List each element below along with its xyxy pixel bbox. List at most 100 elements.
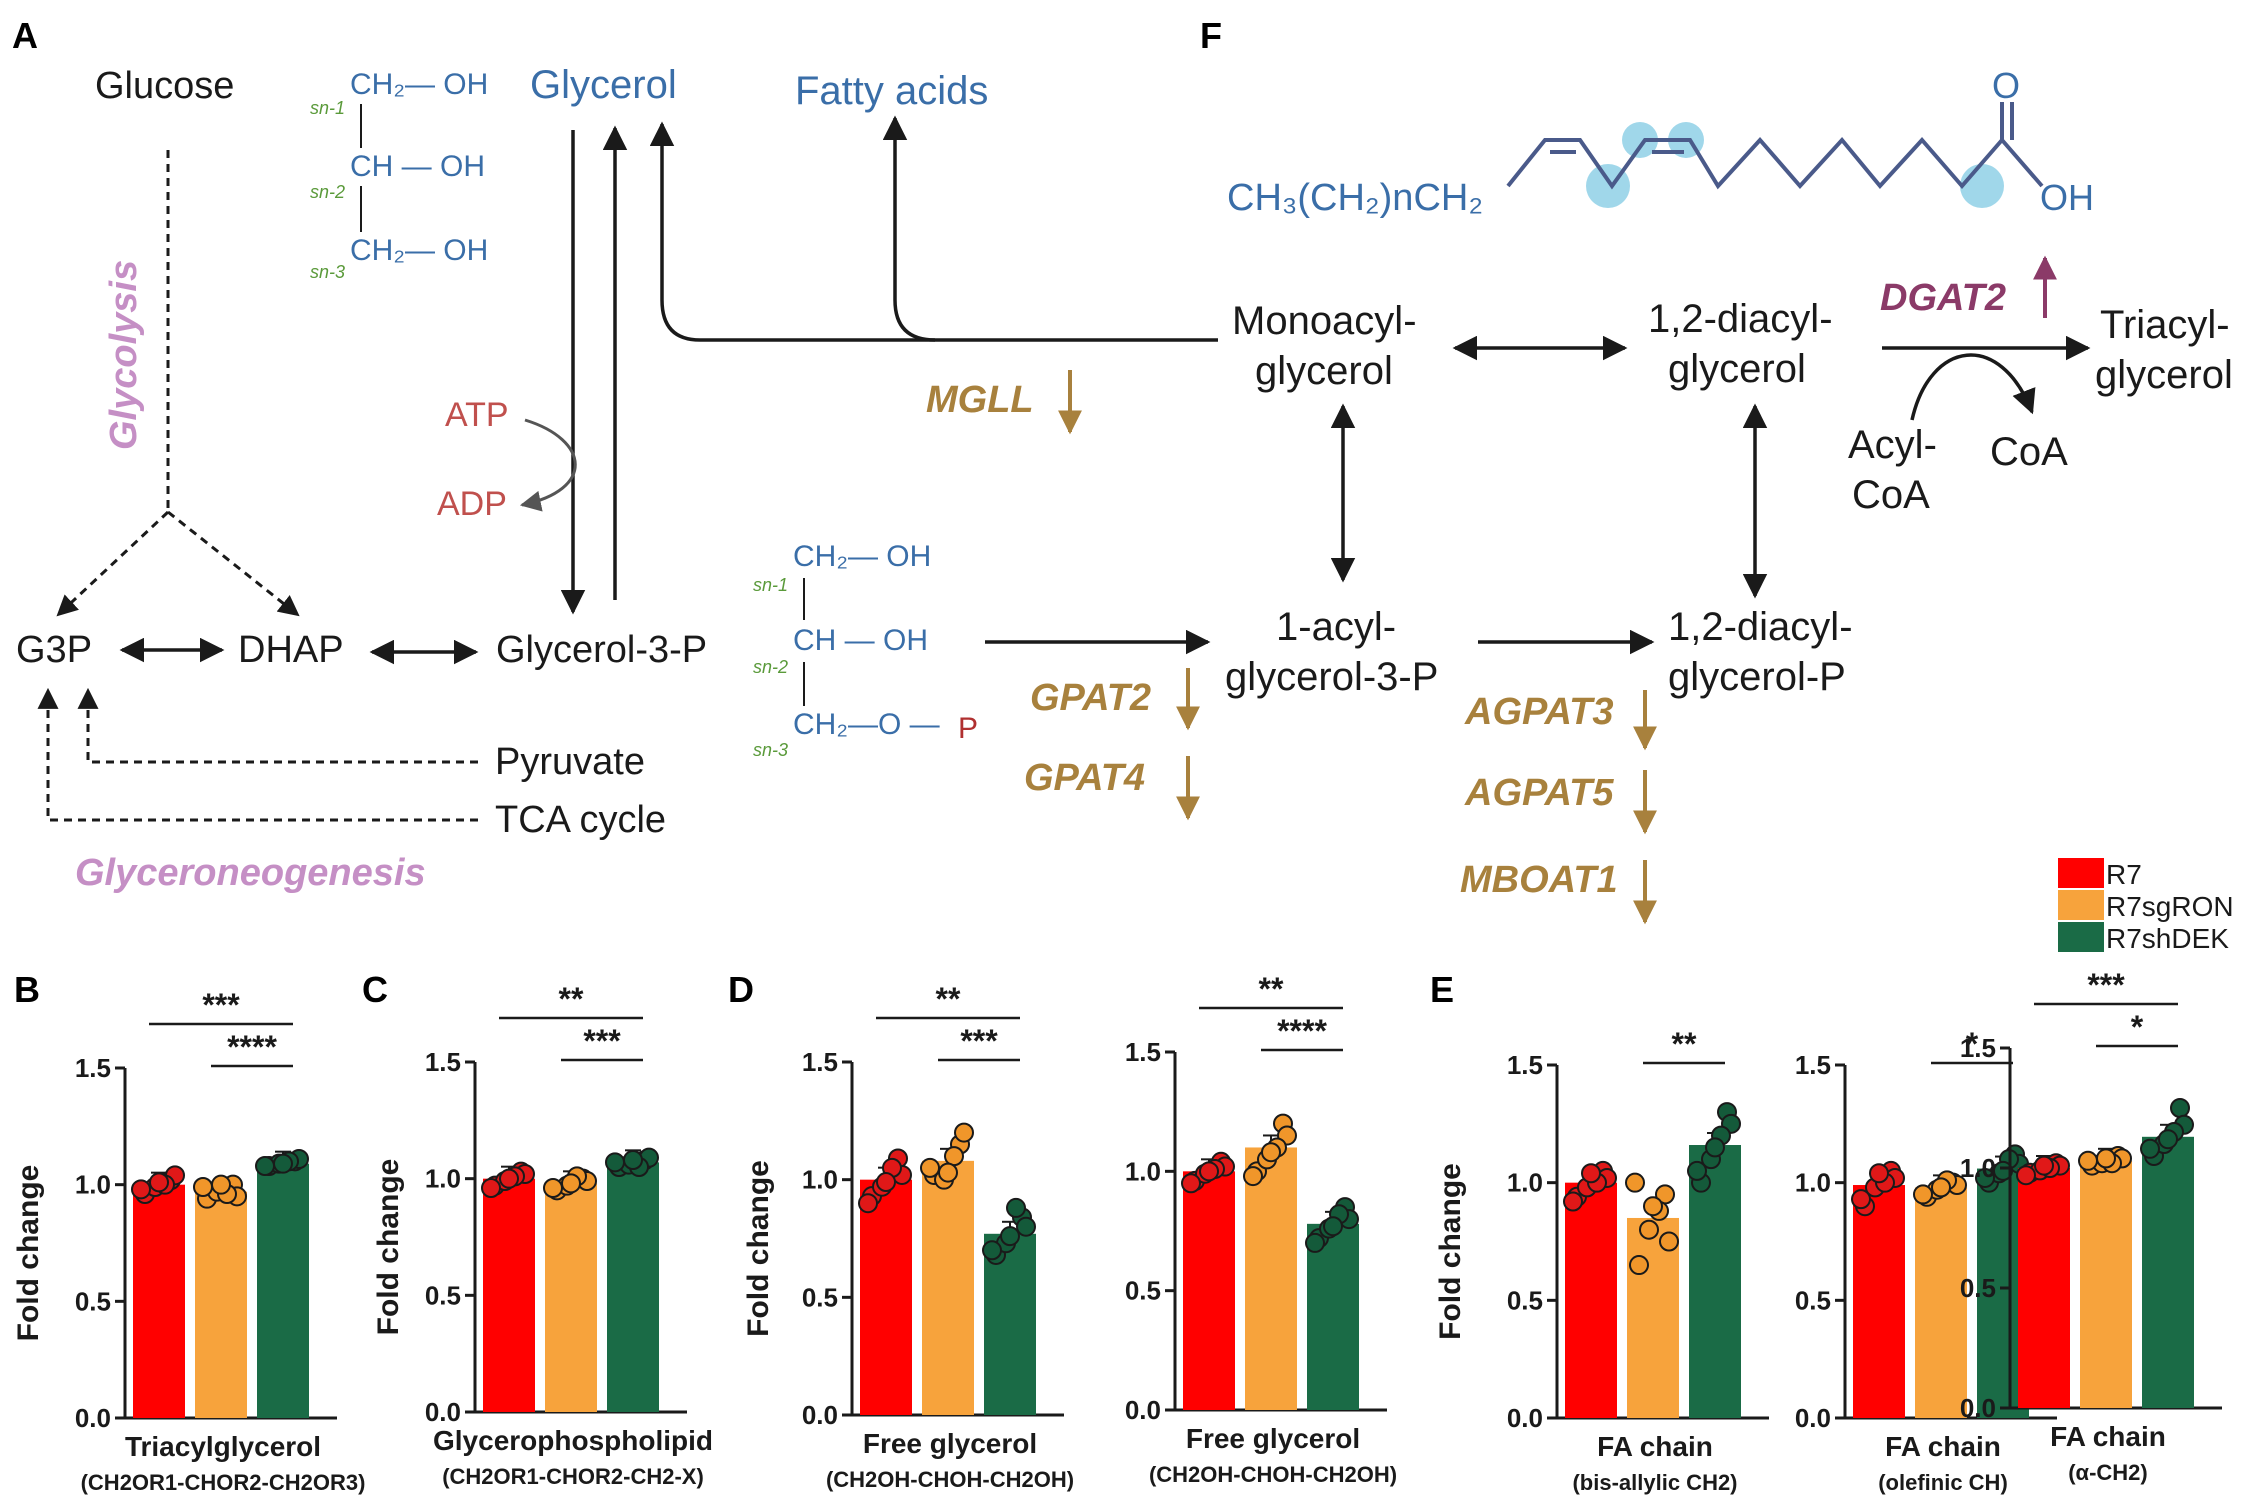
g3p-sn1-label: sn-1 [753,575,788,595]
y-axis-label: Fold change [12,1165,45,1342]
atp-label: ATP [445,396,509,434]
data-point [499,1168,519,1189]
panel-letter-a: A [12,15,38,56]
data-point [1181,1173,1201,1194]
y-tick-label: 0.5 [75,1286,111,1316]
significance-label: **** [227,1029,277,1065]
data-point [858,1193,878,1214]
dgat2-label: DGAT2 [1880,277,2006,319]
data-point [2016,1165,2036,1186]
y-tick-label: 0.0 [75,1403,111,1433]
data-point [273,1153,293,1174]
g3p-struct-row3: CH₂—O — [793,708,940,741]
data-point [1261,1142,1281,1163]
agpat5-label: AGPAT5 [1464,772,1614,814]
bar-r7 [1183,1171,1235,1410]
glycerol-label: Glycerol [530,63,677,107]
bar-r7sgron [545,1183,597,1412]
arrow-to-g3p [56,510,170,617]
data-point [1687,1160,1707,1181]
mag-to-fa-arrow [882,115,936,342]
data-point [1006,1197,1026,1218]
significance-label: **** [1277,1013,1327,1049]
acylcoa-arrow [1910,353,2036,421]
data-point [1913,1184,1933,1205]
fa-oh-label: OH [2040,177,2094,218]
legend-label-r7sgron: R7sgRON [2106,891,2234,922]
mboat1-label: MBOAT1 [1460,859,1618,901]
y-tick-label: 1.0 [425,1164,461,1194]
chart-title: Triacylglycerol [125,1431,321,1462]
chart-title: FA chain [1885,1431,2001,1462]
g3p-sn3-label: sn-3 [753,740,788,760]
data-point [1975,1167,1995,1188]
data-point [2078,1150,2098,1171]
chart-4: 0.00.51.01.5******Free glycerol(CH2OH-CH… [1125,971,1397,1487]
data-point [982,1240,1002,1261]
fa-left-label: CH₃(CH₂)nCH₂ [1227,177,1483,219]
data-point [543,1178,563,1198]
y-tick-label: 0.0 [802,1400,838,1430]
data-point [1563,1191,1583,1212]
tca-dashed-arrow [37,687,478,822]
bar-r7shdek [257,1163,309,1418]
data-point [1643,1196,1663,1217]
y-tick-label: 1.0 [1507,1168,1543,1198]
y-tick-label: 1.5 [1795,1050,1831,1080]
panel-letter-d: D [728,969,754,1010]
panel-letter-e: E [1430,969,1454,1010]
y-axis-label: Fold change [742,1160,775,1337]
bar-r7 [2018,1168,2070,1408]
sn1-label: sn-1 [310,98,345,118]
triacyl-label-1: Triacyl- [2100,303,2230,347]
y-tick-label: 0.5 [1507,1285,1543,1315]
bar-r7sgron [2080,1160,2132,1408]
coa-label: CoA [1990,430,2068,474]
y-tick-label: 0.0 [1507,1403,1543,1433]
g3p-struct-row1: CH₂— OH [793,540,931,573]
significance-label: *** [202,987,240,1023]
bar-r7sgron [1915,1187,1967,1418]
g3p-label: G3P [16,629,92,671]
data-point [1625,1172,1645,1193]
y-tick-label: 1.0 [802,1165,838,1195]
data-point [1581,1163,1601,1184]
atp-adp-arrow [519,418,577,512]
tca-label: TCA cycle [495,799,666,841]
sn2-label: sn-2 [310,182,345,202]
data-point [1199,1161,1219,1182]
data-point [193,1177,213,1197]
data-point [2034,1155,2054,1176]
data-point [1243,1166,1263,1187]
glycerol-structure: CH₂— OH CH — OH CH₂— OH sn-1 sn-2 sn-3 [310,68,488,282]
data-point [1305,1232,1325,1253]
data-point [1000,1226,1020,1247]
glycerol-struct-row2: CH — OH [350,150,485,183]
data-point [1659,1231,1679,1252]
chart-subtitle: (bis-allylic CH2) [1572,1470,1737,1495]
data-point [1993,1160,2013,1181]
legend-label-r7: R7 [2106,859,2142,890]
y-tick-label: 0.5 [1795,1285,1831,1315]
adp-label: ADP [437,485,507,523]
panel-letter-f: F [1200,15,1222,56]
y-tick-label: 1.5 [1960,1033,1996,1063]
y-tick-label: 1.5 [75,1053,111,1083]
data-point [1629,1255,1649,1276]
monoacyl-label-2: glycerol [1255,349,1393,393]
data-point [561,1173,581,1194]
chart-subtitle: (CH2OH-CHOH-CH2OH) [826,1467,1074,1492]
data-point [623,1150,643,1170]
y-tick-label: 1.0 [75,1170,111,1200]
legend-label-r7shdek: R7shDEK [2106,923,2229,954]
data-point [481,1178,501,1198]
chart-subtitle: (CH2OR1-CHOR2-CH2-X) [442,1464,704,1489]
data-point [920,1157,940,1178]
data-point [211,1174,231,1195]
significance-label: *** [583,1023,621,1059]
dhap-label: DHAP [238,629,344,671]
